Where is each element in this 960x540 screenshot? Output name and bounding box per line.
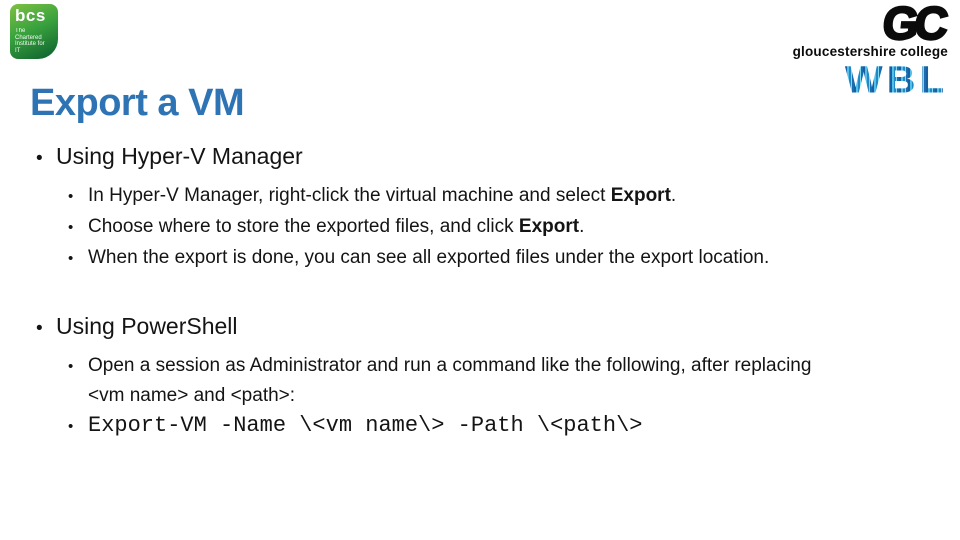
bullet-marker: • [36, 318, 43, 339]
bullet-text: Choose where to store the exported files… [88, 212, 584, 242]
slide-content: • Using Hyper-V Manager • In Hyper-V Manage… [36, 140, 946, 442]
gc-logo: GC gloucestershire college WBL [792, 0, 948, 101]
bullet-item: • In Hyper-V Manager, right-click the vir… [68, 181, 946, 212]
bullet-marker: • [68, 358, 74, 375]
bcs-logo-tagline: The Chartered Institute for IT [15, 28, 45, 54]
bullet-item: • When the export is done, you can see al… [68, 243, 946, 274]
text-run: Export [518, 216, 580, 237]
bullet-marker: • [68, 188, 74, 205]
text-run: In Hyper-V Manager, right-click the virt… [88, 185, 611, 206]
text-run: . [579, 216, 585, 237]
bullet-item: • Open a session as Administrator and run… [68, 351, 946, 411]
section-2: • Using PowerShell • Open a session as Admi… [36, 310, 946, 442]
section-heading-text: Using Hyper-V Manager [56, 143, 303, 169]
gc-college-name: gloucestershire college [792, 44, 948, 59]
bullet-marker: • [68, 250, 74, 267]
text-run: Export-VM -Name \<vm name\> -Path \<path… [88, 413, 643, 438]
bullet-marker: • [68, 418, 74, 435]
bullet-text: In Hyper-V Manager, right-click the virt… [88, 181, 676, 211]
text-run: <vm name> and <path>: [88, 385, 296, 406]
section-heading: • Using PowerShell [36, 310, 946, 345]
bcs-logo: bcs The Chartered Institute for IT [10, 4, 58, 59]
gc-wbl-logo: WBL [844, 59, 948, 101]
bullet-item: • Export-VM -Name \<vm name\> -Path \<pat… [68, 411, 946, 442]
bullet-marker: • [36, 148, 43, 169]
bullet-text: Open a session as Administrator and run … [88, 351, 811, 411]
bcs-logo-abbr: bcs [15, 6, 46, 25]
section-heading: • Using Hyper-V Manager [36, 140, 946, 175]
text-run: Export [610, 185, 671, 206]
bullet-text: When the export is done, you can see all… [88, 243, 769, 273]
bullet-marker: • [68, 219, 74, 236]
section-1: • Using Hyper-V Manager • In Hyper-V Manage… [36, 140, 946, 274]
bullet-item: • Choose where to store the exported file… [68, 212, 946, 243]
text-run: Open a session as Administrator and run … [88, 355, 812, 376]
text-run: When the export is done, you can see all… [88, 247, 770, 268]
bullet-list: • In Hyper-V Manager, right-click the vir… [68, 181, 946, 274]
text-run: Choose where to store the exported files… [88, 216, 519, 237]
text-run: . [670, 185, 677, 206]
page-title: Export a VM [30, 82, 245, 125]
bullet-text: Export-VM -Name \<vm name\> -Path \<path… [88, 411, 643, 441]
gc-monogram: GC [879, 0, 948, 50]
bullet-list: • Open a session as Administrator and run… [68, 351, 946, 442]
section-heading-text: Using PowerShell [56, 313, 238, 339]
